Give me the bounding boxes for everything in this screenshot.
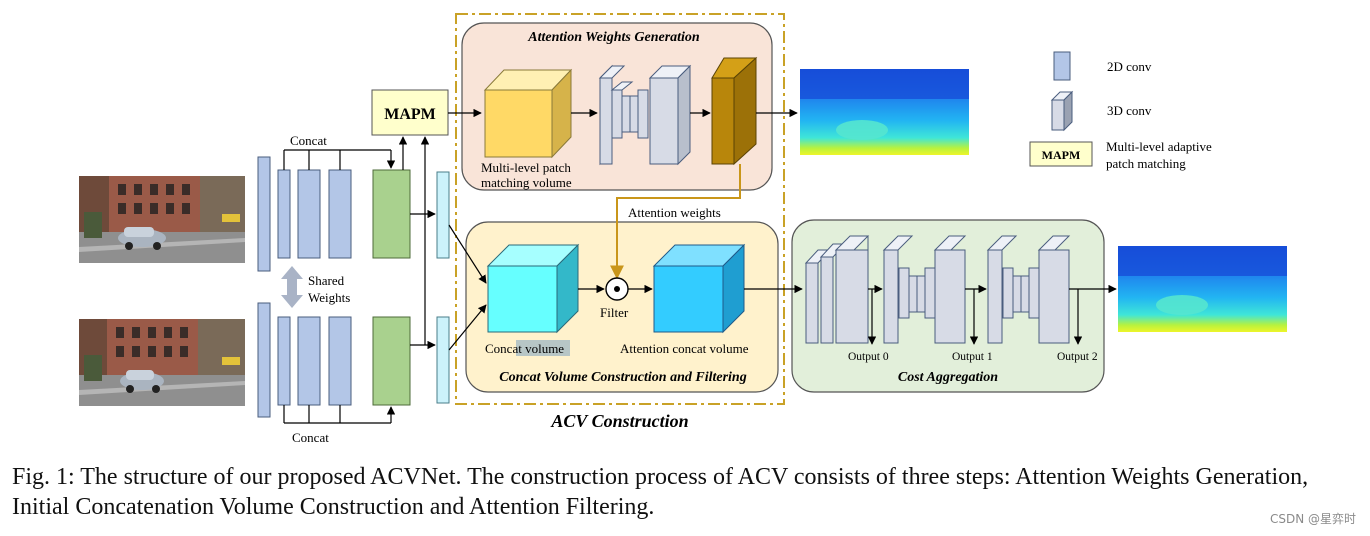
output1-label: Output 1 xyxy=(952,351,993,363)
legend-3d-conv-label: 3D conv xyxy=(1107,103,1152,118)
legend-mapm-swatch xyxy=(1029,141,1093,167)
legend-mapm-label-1: Multi-level adaptive xyxy=(1106,139,1212,154)
output2-label: Output 2 xyxy=(1057,351,1098,363)
patch-volume-label-2: matching volume xyxy=(481,175,572,190)
attention-weights-block xyxy=(711,56,758,166)
shared-weights-label-1: Shared xyxy=(308,273,345,288)
cost-aggregation-convs xyxy=(804,235,1071,344)
conv2d-block-right-3 xyxy=(297,316,321,406)
left-input-image xyxy=(79,176,245,263)
mapm-label: MAPM xyxy=(384,106,436,123)
legend-3d-conv-swatch xyxy=(1050,90,1074,132)
concat-bracket-bottom xyxy=(283,405,396,424)
shared-weights-arrow xyxy=(281,266,303,308)
legend-2d-conv-swatch xyxy=(1053,51,1071,81)
concat-volume-highlight xyxy=(516,340,570,356)
attention-weights-arrow xyxy=(610,164,741,280)
left-projected-feature xyxy=(436,171,450,259)
right-input-image xyxy=(79,319,245,406)
concat-volume-title: Concat Volume Construction and Filtering xyxy=(499,370,746,385)
concat-label-top: Concat xyxy=(290,133,327,148)
concat-volume-cube xyxy=(486,243,580,334)
conv2d-block-right-1 xyxy=(257,302,271,418)
figure-caption: Fig. 1: The structure of our proposed AC… xyxy=(12,464,1309,520)
disparity-map-top xyxy=(800,69,969,155)
watermark: CSDN @星弈时 xyxy=(1269,512,1356,526)
conv2d-block-left-4 xyxy=(328,169,352,259)
patch-matching-volume-cube xyxy=(483,68,573,159)
right-projected-feature xyxy=(436,316,450,404)
feature-connections xyxy=(398,108,487,351)
attention-weights-label: Attention weights xyxy=(628,205,721,220)
legend: 2D conv 3D conv MAPM Multi-level adaptiv… xyxy=(1029,51,1212,171)
disparity-map-bottom xyxy=(1118,246,1287,332)
acv-construction-border xyxy=(455,13,785,405)
concat-bracket-top xyxy=(283,149,396,170)
cost-aggregation-arrows xyxy=(867,284,1117,345)
conv2d-block-left-1 xyxy=(257,156,271,272)
attention-concat-volume-cube xyxy=(652,243,746,334)
output0-label: Output 0 xyxy=(848,351,889,363)
conv2d-block-right-4 xyxy=(328,316,352,406)
filter-label: Filter xyxy=(600,305,629,320)
concat-volume-label: Concat volume xyxy=(485,341,564,356)
attention-weights-title: Attention Weights Generation xyxy=(527,30,700,45)
legend-mapm-box-label: MAPM xyxy=(1042,148,1081,162)
legend-mapm-label-2: patch matching xyxy=(1106,156,1186,171)
left-feature-map xyxy=(372,169,411,259)
conv2d-block-left-3 xyxy=(297,169,321,259)
filter-icon xyxy=(605,277,629,301)
attention-hourglass-convs xyxy=(598,64,692,166)
patch-volume-label-1: Multi-level patch xyxy=(481,160,571,175)
cost-aggregation-title: Cost Aggregation xyxy=(898,370,998,385)
acvnet-diagram: Concat Concat Shared Weights MAPM Attent… xyxy=(79,13,1287,445)
concat-label-bottom: Concat xyxy=(292,430,329,445)
mapm-box xyxy=(371,89,449,136)
shared-weights-label-2: Weights xyxy=(308,290,350,305)
right-feature-map xyxy=(372,316,411,406)
conv2d-block-left-2 xyxy=(277,169,291,259)
legend-2d-conv-label: 2D conv xyxy=(1107,59,1152,74)
conv2d-block-right-2 xyxy=(277,316,291,406)
acv-construction-title: ACV Construction xyxy=(550,411,688,431)
attention-concat-volume-label: Attention concat volume xyxy=(620,341,749,356)
